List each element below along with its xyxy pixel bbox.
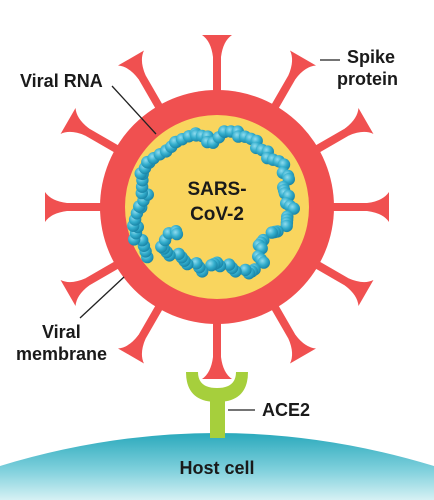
spike-protein-label-line1: Spike — [347, 47, 395, 67]
spike-protein — [118, 300, 166, 364]
spike-protein — [268, 50, 316, 114]
rna-bead — [170, 227, 184, 241]
viral-rna-label: Viral RNA — [20, 71, 103, 91]
spike-protein — [60, 108, 124, 156]
spike-protein — [268, 300, 316, 364]
spike-protein — [202, 35, 232, 97]
virus-name-line1: SARS- — [187, 179, 246, 200]
spike-protein-label-line2: protein — [337, 69, 398, 89]
rna-bead — [257, 256, 270, 269]
viral-membrane-label-line2: membrane — [16, 344, 107, 364]
rna-bead — [190, 257, 203, 270]
spike-protein — [118, 50, 166, 114]
ace2-label: ACE2 — [262, 400, 310, 420]
spike-protein — [310, 108, 374, 156]
rna-bead — [205, 259, 218, 272]
rna-bead — [265, 226, 278, 239]
virus-name-line2: CoV-2 — [190, 204, 244, 225]
host-cell — [0, 433, 434, 500]
viral-membrane-label-line1: Viral — [42, 322, 81, 342]
rna-bead — [280, 219, 293, 233]
viral-rna-strand — [127, 125, 300, 280]
ace2-receptor — [186, 372, 248, 438]
viral-membrane-leader-line — [79, 276, 125, 319]
rna-bead — [239, 263, 252, 277]
spike-protein — [310, 258, 374, 306]
rna-bead — [172, 247, 185, 261]
spike-protein — [45, 192, 107, 222]
host-cell-label: Host cell — [179, 458, 254, 478]
spike-protein — [327, 192, 389, 222]
rna-bead — [222, 258, 236, 271]
spike-protein — [202, 317, 232, 379]
spike-protein — [60, 258, 124, 306]
spike-proteins — [45, 35, 389, 379]
viral-rna-leader-line — [111, 85, 157, 135]
